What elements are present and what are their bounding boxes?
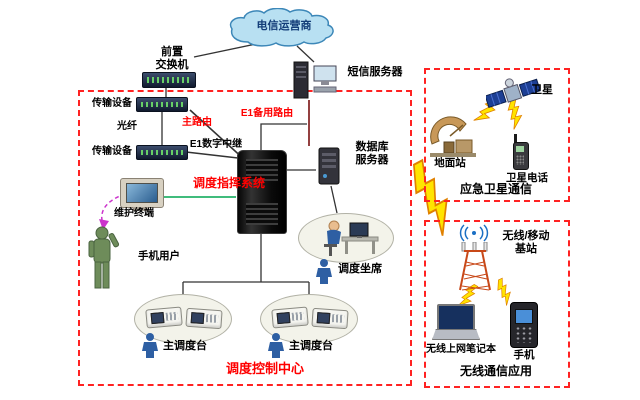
- ground-station-icon: [430, 116, 476, 157]
- arrowhead: [99, 219, 109, 230]
- maintenance-terminal-icon: [120, 178, 164, 211]
- e1-backup-route-label: E1备用路由: [240, 108, 294, 119]
- satellite-phone-icon: [508, 134, 532, 172]
- wireless-laptop-icon: [432, 304, 480, 340]
- link-cloud-frontswitch: [193, 43, 257, 58]
- dispatch-command-system-label: 调度指挥系统: [192, 176, 265, 190]
- link-backup-route: [260, 123, 307, 152]
- satellite-box-title: 应急卫星通信: [459, 182, 532, 196]
- dispatcher-seat-label: 调度坐席: [338, 263, 382, 275]
- database-server-icon: [318, 147, 340, 185]
- fiber-label: 光纤: [117, 121, 137, 132]
- transmission2-label: 传输设备: [92, 146, 132, 157]
- satellite-icon: [486, 78, 541, 109]
- wireless-laptop-label: 无线上网笔记本: [426, 344, 496, 355]
- console-device-icon: [185, 307, 223, 330]
- dispatch-server-rack-icon: [237, 150, 287, 234]
- radio-wave-icon: [459, 224, 489, 242]
- telecom-operator-label: 电信运营商: [256, 20, 312, 32]
- front-switch-icon: [142, 72, 196, 88]
- lightning-bolt-base-laptop: [457, 284, 479, 307]
- wireless-comm-box: [424, 220, 570, 388]
- satellite-comm-box: [424, 68, 570, 202]
- maintenance-terminal-label: 维护终端: [114, 208, 154, 219]
- database-server-label: 数据库 服务器: [355, 141, 389, 166]
- wireless-box-title: 无线通信应用: [459, 364, 532, 378]
- link-cloud-sms: [296, 45, 315, 63]
- transmission1-label: 传输设备: [92, 98, 132, 109]
- satellite-label: 卫星: [531, 84, 553, 96]
- mobile-phone-label: 手机: [513, 349, 535, 361]
- sms-server-label: 短信服务器: [347, 66, 403, 78]
- cloud-icon: [229, 8, 334, 47]
- base-station-label: 无线/移动 基站: [502, 230, 550, 255]
- mobile-user-icon: [88, 226, 120, 289]
- console-device-icon: [271, 306, 309, 329]
- main-console2-label: 主调度台: [289, 340, 333, 352]
- dispatcher-seat-icon: [324, 220, 379, 256]
- main-console1-label: 主调度台: [163, 340, 207, 352]
- dispatcher-person-icon: [316, 259, 332, 284]
- front-switch-label: 前置 交换机: [155, 46, 189, 71]
- lightning-bolt-satellite-phone: [507, 97, 523, 130]
- main-route-label: 主路由: [182, 117, 212, 128]
- console2-person-icon: [268, 333, 284, 358]
- e1-digital-trunk-label: E1数字中继: [189, 139, 243, 150]
- lightning-bolt-base-phone: [497, 277, 511, 306]
- link-e1-trunk: [185, 151, 239, 159]
- ground-station-label: 地面站: [434, 157, 466, 169]
- link-rack-consoles: [182, 232, 310, 295]
- console-device-icon: [145, 306, 183, 329]
- control-center-title: 调度控制中心: [225, 361, 304, 376]
- link-db-seat: [330, 185, 338, 214]
- satellite-phone-label: 卫星电话: [506, 172, 548, 184]
- link-main-route: [189, 109, 247, 162]
- console-device-icon: [311, 307, 349, 330]
- transmission2-icon: [136, 145, 188, 160]
- mobile-user-label: 手机用户: [138, 250, 180, 262]
- control-center-box: [78, 90, 412, 386]
- console1-person-icon: [142, 333, 158, 358]
- mobile-phone-icon: [510, 302, 538, 348]
- sms-server-icon: [293, 61, 337, 99]
- transmission1-icon: [136, 97, 188, 112]
- base-station-tower-icon: [459, 242, 491, 291]
